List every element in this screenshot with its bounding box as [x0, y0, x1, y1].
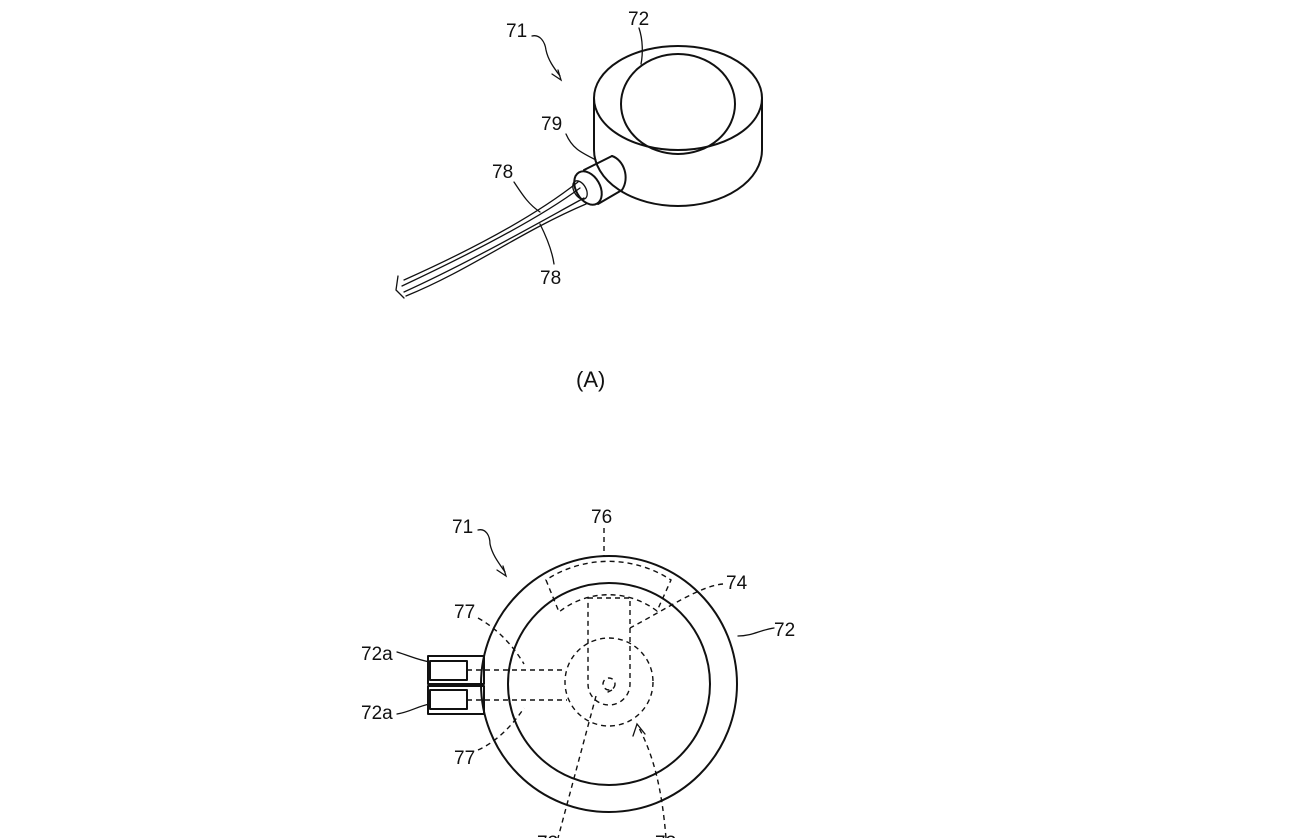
- terminal-pad-upper: [429, 660, 468, 681]
- leader-72-a: [638, 27, 643, 65]
- leader-73-right: [637, 725, 667, 838]
- arrowhead-71-b: [496, 565, 508, 578]
- leader-72a-upper: [396, 651, 431, 663]
- leader-74: [629, 583, 724, 629]
- leader-77-lower: [477, 707, 525, 751]
- label-78-upper: 78: [492, 162, 513, 183]
- lead-wires-drawing: [395, 181, 587, 299]
- center-shaft: [602, 677, 616, 691]
- label-76: 76: [591, 507, 612, 528]
- arrowhead-73-right: [632, 722, 646, 737]
- leader-78-lower-a: [539, 223, 555, 265]
- terminal-block: [427, 655, 485, 715]
- terminal-upper: [427, 655, 485, 685]
- figure-a-perspective-view: 71 72 79 78 78 (A): [395, 9, 763, 392]
- case-outer-ring: [480, 555, 738, 813]
- leader-72-b: [737, 627, 775, 637]
- line-to-73-right: [603, 689, 613, 695]
- leader-77-upper: [477, 617, 525, 665]
- label-79: 79: [541, 114, 562, 135]
- label-73-right: 73: [655, 833, 676, 838]
- label-77-lower: 77: [454, 748, 475, 769]
- label-78-lower: 78: [540, 268, 561, 289]
- label-72-b: 72: [774, 620, 795, 641]
- case-cylinder-drawing: [593, 45, 763, 207]
- leader-78-upper-a: [513, 181, 541, 213]
- figure-b-plan-view: 71 76 74 72 77 77 72a 72a 73 73: [361, 507, 795, 838]
- hidden-internal-parts: [467, 560, 672, 838]
- terminal-pad-lower: [429, 689, 468, 710]
- arrowhead-71-a: [551, 69, 563, 82]
- label-72a-lower: 72a: [361, 703, 393, 724]
- grommet-drawing: [572, 155, 627, 206]
- label-73-left: 73: [537, 833, 558, 838]
- label-72-a: 72: [628, 9, 649, 30]
- label-71-a: 71: [506, 21, 527, 42]
- case-inner-ring: [507, 582, 711, 786]
- line-to-73-left: [557, 695, 597, 838]
- leader-71-b: [477, 529, 506, 573]
- terminal-lower: [427, 685, 485, 715]
- label-74: 74: [726, 573, 748, 594]
- leader-72a-lower: [396, 703, 431, 715]
- leader-79-a: [565, 133, 597, 161]
- figure-a-caption: (A): [576, 367, 605, 392]
- weight-sector: [545, 560, 672, 614]
- leader-71-a: [531, 35, 561, 77]
- label-71-b: 71: [452, 517, 473, 538]
- label-77-upper: 77: [454, 602, 475, 623]
- arm-outline: [587, 597, 631, 706]
- label-72a-upper: 72a: [361, 644, 393, 665]
- center-disc: [564, 637, 654, 727]
